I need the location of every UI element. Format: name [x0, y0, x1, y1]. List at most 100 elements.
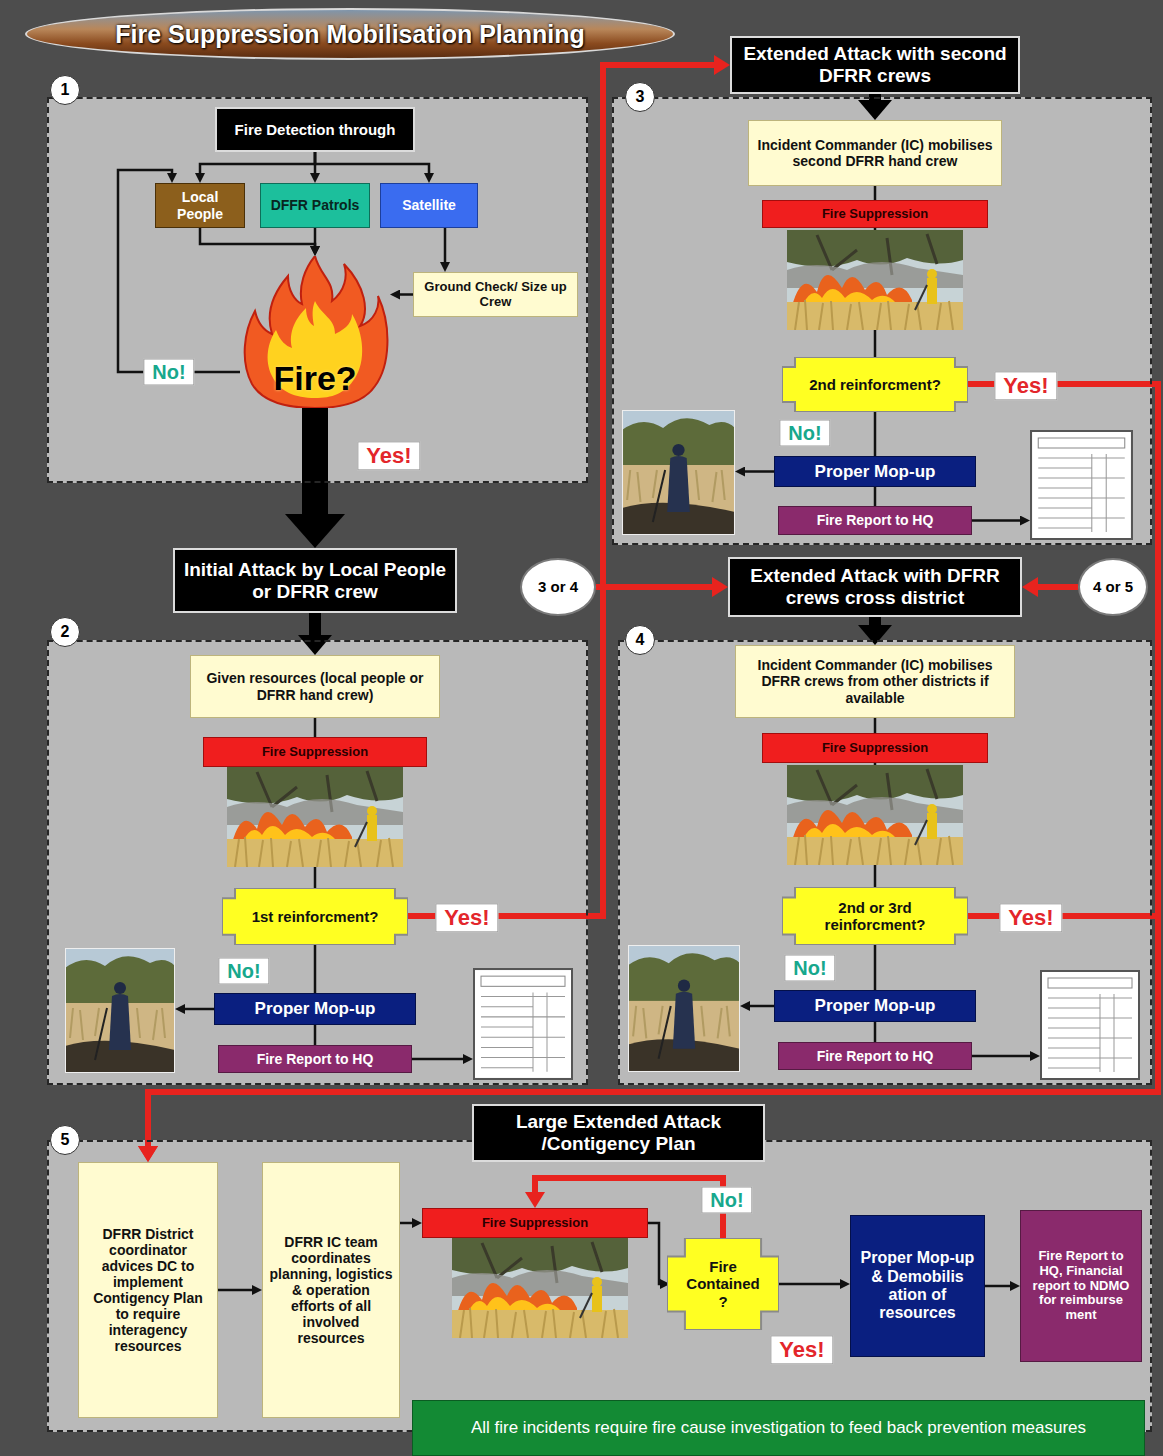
decision-diamond: 2nd reinforcment? [782, 357, 968, 412]
connector [314, 945, 317, 993]
node-text: 1st reinforcment? [252, 908, 379, 925]
source-box: Satellite [380, 183, 478, 228]
panel-region: 1Fire Detection throughLocal PeopleDFFR … [47, 97, 588, 483]
process-box: Ground Check/ Size up Crew [413, 272, 578, 317]
connector [985, 1285, 1010, 1288]
edge-label: No! [701, 1187, 752, 1214]
edge-label: No! [784, 955, 835, 982]
edge-label: Yes! [999, 903, 1062, 932]
panel-number: 5 [50, 1125, 80, 1155]
panel-number: 2 [50, 617, 80, 647]
node-text: DFRR IC team coordinates planning, logis… [269, 1234, 393, 1347]
node-text: Fire Suppression [822, 207, 928, 222]
node-text: Proper Mop-up [255, 999, 376, 1019]
note-bar: All fire incidents require fire cause in… [412, 1400, 1145, 1456]
fire-photo [787, 230, 963, 330]
connector [200, 152, 315, 173]
edge-label: Yes! [435, 903, 498, 932]
process-box: DFRR District coordinator advices DC to … [78, 1162, 218, 1418]
decision-diamond: 2nd or 3rd reinforcment? [782, 887, 968, 945]
flame-outer [245, 256, 388, 408]
panel-region: 3Incident Commander (IC) mobilises secon… [612, 97, 1152, 545]
node-text: Fire Suppression [822, 741, 928, 756]
action-box: Fire Suppression [422, 1208, 648, 1238]
connector [869, 617, 881, 625]
decision-fill [222, 888, 408, 945]
node-text: Fire Detection through [235, 121, 396, 138]
node-text: Extended Attack with second DFRR crews [740, 43, 1010, 87]
report-form [1031, 431, 1132, 539]
process-box: Proper Mop-up [774, 456, 976, 487]
decision-fill [782, 887, 968, 945]
connector [874, 186, 877, 200]
connector [315, 152, 429, 173]
fire-photo [227, 767, 403, 867]
connector [148, 384, 1158, 1146]
leader-arrow [972, 519, 1020, 522]
node-text: Proper Mop-up [815, 996, 936, 1016]
process-box: DFRR IC team coordinates planning, logis… [262, 1162, 400, 1418]
connector [218, 1289, 252, 1292]
heading-box: Extended Attack with second DFRR crews [730, 36, 1020, 94]
report-form [1041, 971, 1139, 1079]
report-box: Fire Report to HQ [218, 1045, 412, 1073]
node-text: Fire Suppression [482, 1216, 588, 1231]
leader-arrow [185, 1008, 214, 1011]
connector [200, 228, 315, 246]
title-banner: Fire Suppression Mobilisation Planning [25, 8, 675, 60]
connector [874, 487, 877, 506]
mop-up-photo [65, 948, 175, 1073]
action-box: Fire Suppression [203, 737, 427, 767]
connector [874, 1022, 877, 1042]
node-text: DFFR Patrols [271, 197, 360, 213]
mop-up-photo [622, 410, 735, 535]
fire-photo [787, 765, 963, 865]
diagram-title: Fire Suppression Mobilisation Planning [115, 20, 584, 49]
node-text: Proper Mop-up [815, 462, 936, 482]
report-box: Fire Report to HQ [778, 1042, 972, 1070]
node-text: Ground Check/ Size up Crew [420, 280, 571, 310]
node-text: Fire Report to HQ [257, 1051, 374, 1067]
panel-fill [47, 1140, 1152, 1432]
node-text: Proper Mop-up & Demobilis ation of resou… [857, 1249, 978, 1323]
connector [779, 1283, 840, 1286]
action-box: Fire Suppression [762, 200, 988, 228]
heading-box: Large Extended Attack /Contigency Plan [472, 1104, 765, 1162]
node-text: Large Extended Attack /Contigency Plan [482, 1111, 755, 1155]
node-text: Extended Attack with DFRR crews cross di… [738, 565, 1012, 609]
heading-box: Initial Attack by Local People or DFRR c… [173, 548, 457, 613]
fire-photo [452, 1238, 628, 1338]
panel-region: 2Given resources (local people or DFRR h… [47, 640, 588, 1085]
process-box: Incident Commander (IC) mobilises DFRR c… [735, 645, 1015, 718]
connector [1038, 584, 1078, 590]
heading-box: Extended Attack with DFRR crews cross di… [728, 557, 1022, 617]
node-text: Initial Attack by Local People or DFRR c… [183, 559, 447, 603]
node-text: 2nd or 3rd reinforcment? [805, 899, 946, 934]
node-text: Fire Report to HQ, Financial report to N… [1027, 1249, 1135, 1324]
connector [874, 945, 877, 990]
callout-circle: 4 or 5 [1078, 558, 1148, 616]
connector [302, 408, 328, 514]
connector [444, 228, 447, 262]
edge-label: No! [143, 359, 194, 386]
report-box: Fire Report to HQ [778, 506, 972, 535]
source-box: Local People [155, 183, 245, 228]
edge-label: Yes! [770, 1335, 833, 1364]
connector [596, 584, 712, 590]
panel-number: 3 [625, 82, 655, 112]
panel-region: 5DFRR District coordinator advices DC to… [47, 1140, 1152, 1432]
connector [648, 1223, 660, 1284]
leader-arrow [745, 470, 774, 473]
connector [874, 412, 877, 456]
mop-up-photo [628, 945, 740, 1072]
panel-fill [612, 97, 1152, 545]
node-text: 2nd reinforcment? [809, 376, 941, 393]
node-text: Fire Suppression [262, 745, 368, 760]
node-text: Fire Report to HQ [817, 1048, 934, 1064]
edge-label: No! [218, 958, 269, 985]
panel-fill [47, 640, 588, 1085]
leader-arrow [412, 1058, 463, 1061]
decision-diamond: Fire Contained ? [667, 1238, 779, 1330]
flame-shape: Fire? [240, 256, 390, 408]
